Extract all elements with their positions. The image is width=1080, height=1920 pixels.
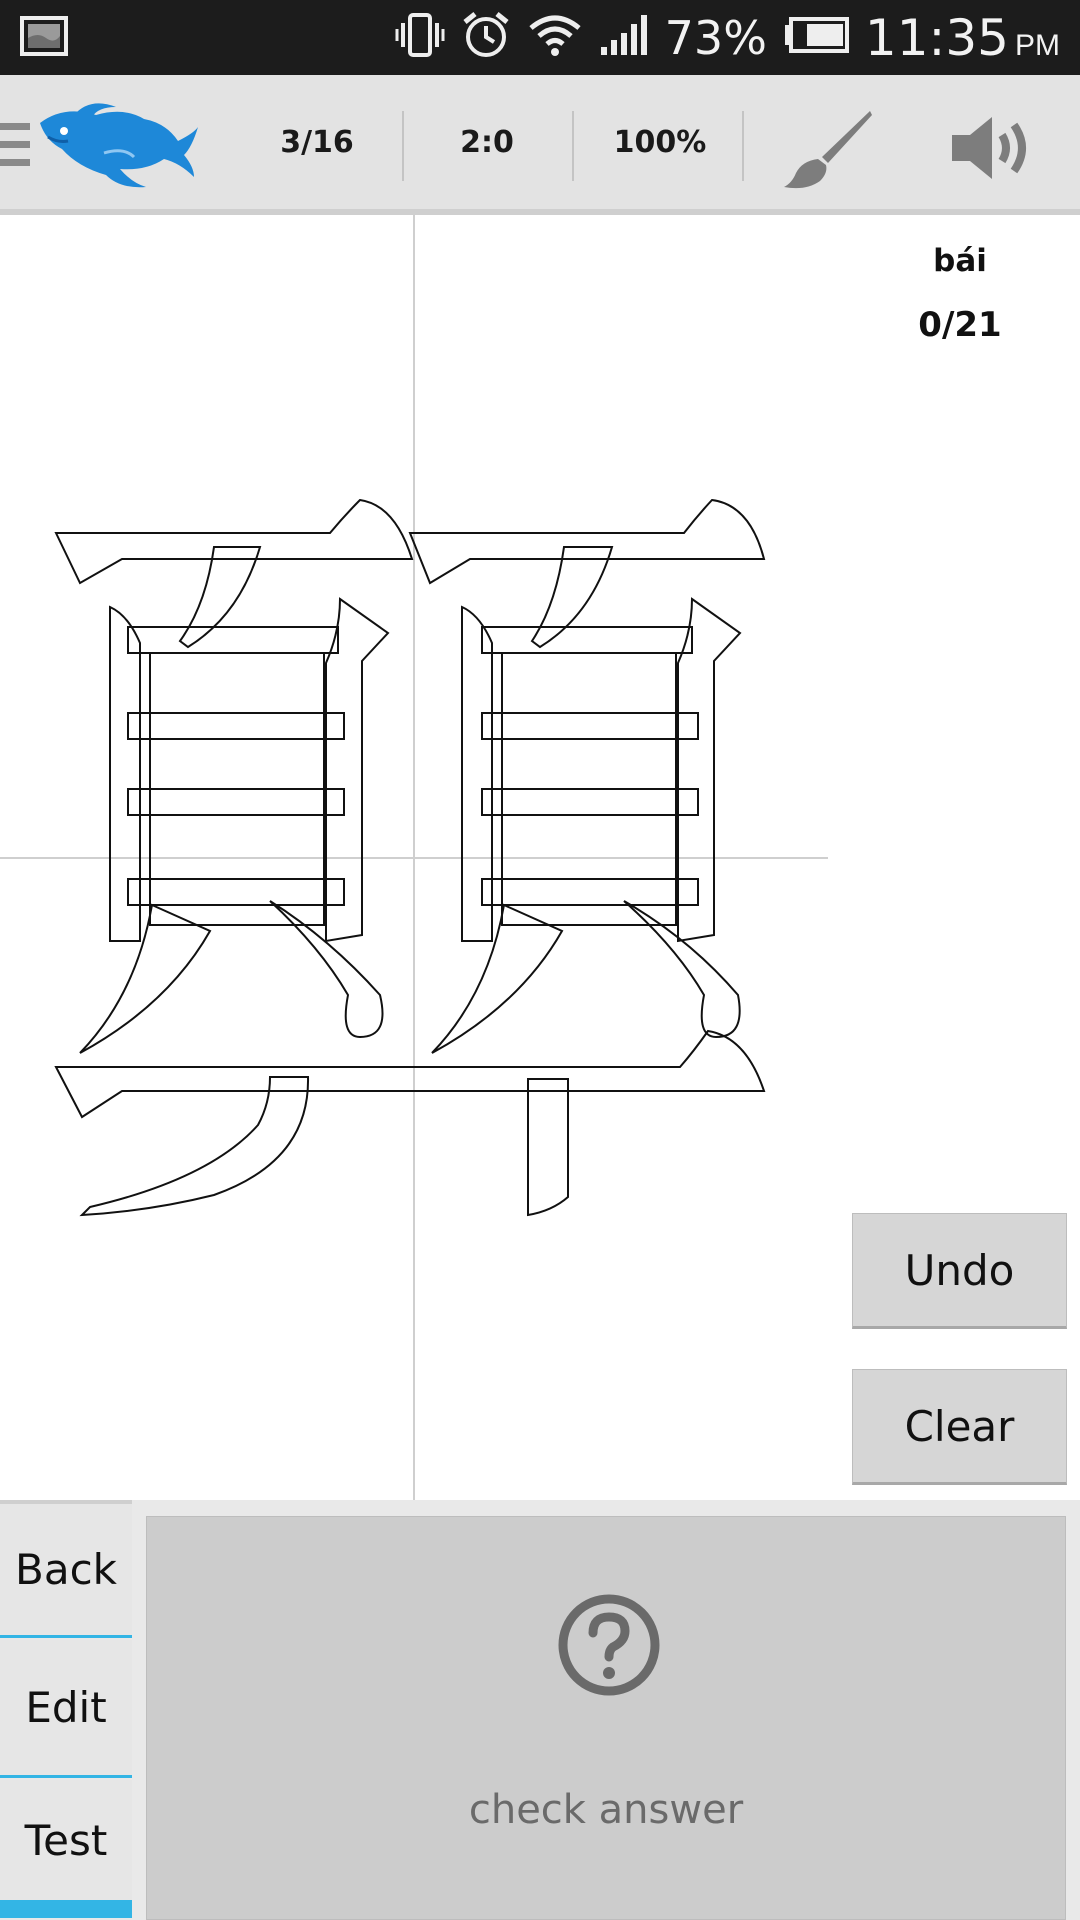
bottom-panel: Back Edit Test check answer	[0, 1500, 1080, 1920]
test-button-label: Test	[24, 1815, 108, 1865]
back-button[interactable]: Back	[0, 1500, 132, 1638]
check-answer-label: check answer	[468, 1787, 744, 1833]
app-toolbar: 3/16 2:0 100%	[0, 75, 1080, 215]
brush-icon[interactable]	[782, 107, 874, 196]
gallery-notification-icon	[20, 16, 68, 61]
clear-button[interactable]: Clear	[852, 1369, 1067, 1485]
edit-button[interactable]: Edit	[0, 1640, 132, 1778]
wifi-icon	[527, 12, 583, 63]
toolbar-divider	[742, 111, 744, 181]
check-answer-button[interactable]: check answer	[146, 1516, 1066, 1920]
signal-icon	[599, 13, 649, 62]
toolbar-divider	[402, 111, 404, 181]
guide-line-horizontal	[0, 857, 828, 859]
question-circle-icon	[557, 1593, 661, 1702]
alarm-icon	[461, 10, 511, 65]
battery-icon	[783, 17, 849, 58]
dolphin-logo[interactable]	[34, 97, 200, 198]
toolbar-divider	[572, 111, 574, 181]
edit-button-label: Edit	[25, 1683, 107, 1732]
progress-counter: 3/16	[280, 124, 354, 160]
clock-time: 11:35	[864, 8, 1009, 67]
speaker-icon[interactable]	[950, 111, 1042, 190]
stroke-counter: 0/21	[918, 305, 1002, 345]
battery-percent: 73%	[664, 10, 767, 65]
character-outline	[54, 498, 766, 1217]
score-counter: 2:0	[460, 124, 514, 160]
hamburger-icon[interactable]	[0, 123, 32, 172]
pinyin-label: bái	[933, 243, 987, 279]
accuracy-percent: 100%	[613, 124, 707, 160]
vibrate-icon	[395, 11, 445, 64]
writing-canvas[interactable]: bái 0/21 Undo Clear	[0, 215, 1080, 1500]
back-button-label: Back	[15, 1545, 117, 1594]
undo-button[interactable]: Undo	[852, 1213, 1067, 1329]
clock-ampm: PM	[1015, 28, 1060, 62]
test-button[interactable]: Test	[0, 1780, 132, 1918]
